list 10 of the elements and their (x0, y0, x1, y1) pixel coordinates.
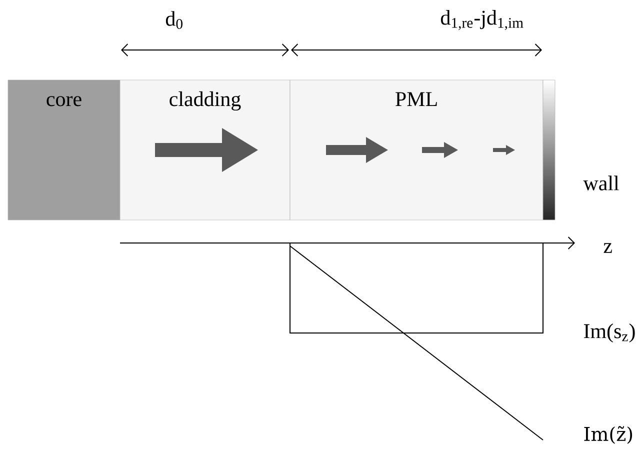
axis-label: Im(s$_{z}$) (584, 323, 635, 343)
layer-box: cladding (120, 80, 290, 220)
layer-box: core (8, 80, 120, 220)
layer-label: wall (583, 176, 619, 190)
axis-label: d$_{0}$ (166, 11, 182, 29)
axis-label: z (604, 243, 612, 253)
axis-label: Im(z̃) (584, 426, 632, 444)
axis-label: d$_{1,re}$-jd$_{1,im}$ (440, 10, 524, 30)
layer-box: PML (290, 80, 544, 220)
wall-bar (542, 80, 556, 220)
